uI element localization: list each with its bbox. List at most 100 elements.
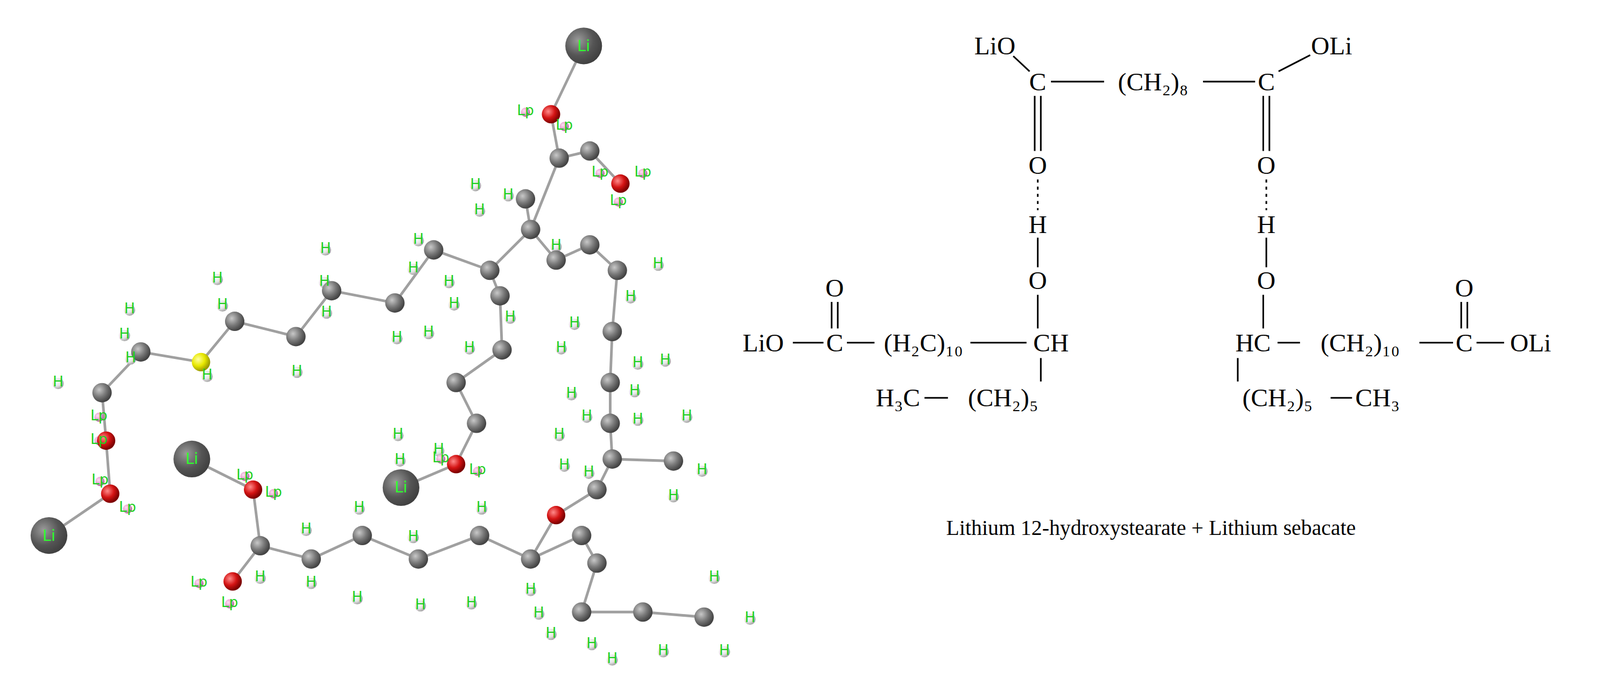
- lone-pair-label: Lp: [118, 500, 137, 515]
- single-bond: [1036, 237, 1039, 268]
- structure-text: O: [1028, 152, 1048, 178]
- hydrogen-label: H: [696, 462, 708, 477]
- lone-pair-label: Lp: [468, 462, 487, 477]
- carbon-atom: [424, 240, 444, 260]
- lone-pair-label: Lp: [432, 450, 450, 465]
- double-bond: [1466, 302, 1469, 329]
- double-bond: [1033, 95, 1036, 151]
- single-bond: [1013, 55, 1030, 72]
- lone-pair-label: Lp: [190, 574, 208, 589]
- carbon-atom: [633, 602, 653, 622]
- carbon-atom: [385, 293, 405, 313]
- hydrogen-label: H: [569, 315, 580, 331]
- structure-text: OLi: [1510, 330, 1552, 356]
- structure-text: H: [1257, 211, 1276, 237]
- hydrogen-label: H: [466, 594, 477, 610]
- hydrogen-label: H: [300, 521, 312, 537]
- lone-pair-label: Lp: [90, 431, 108, 447]
- structure-text: C: [1029, 68, 1047, 95]
- lone-pair-label: Lp: [221, 594, 239, 610]
- bond-stick: [401, 270, 503, 488]
- structure-text: O: [1028, 268, 1048, 294]
- carbon-atom: [408, 549, 428, 570]
- hydrogen-label: H: [525, 581, 537, 596]
- carbon-atom: [607, 260, 628, 280]
- hydrogen-label: H: [353, 500, 365, 515]
- hydrogen-label: H: [719, 642, 731, 658]
- carbon-atom: [571, 525, 592, 546]
- carbon-atom: [600, 413, 620, 434]
- carbon-atom: [490, 286, 510, 306]
- bond-stick: [525, 199, 674, 462]
- oxygen-atom: [446, 454, 466, 474]
- double-bond: [830, 302, 833, 329]
- hydrogen-label: H: [443, 273, 455, 289]
- structure-text: C: [1257, 68, 1275, 95]
- hydrogen-label: H: [555, 339, 567, 355]
- single-bond: [1419, 341, 1454, 344]
- structure-text: (CH₂)₅: [1242, 385, 1313, 411]
- single-bond: [1277, 341, 1301, 344]
- single-bond: [1203, 80, 1256, 83]
- structure-text: O: [1257, 152, 1276, 178]
- lithium-atom: Li: [382, 469, 420, 507]
- structure-text: O: [1455, 275, 1474, 301]
- structure-text: LiO: [742, 330, 784, 356]
- hydrogen-label: H: [606, 650, 618, 666]
- hydrogen-label: H: [583, 464, 595, 479]
- hydrogen-label: H: [533, 605, 545, 620]
- hydrogen-label: H: [408, 260, 419, 275]
- hydrogen-label: H: [504, 309, 516, 324]
- hydrogen-label: H: [201, 367, 213, 382]
- hydrogen-label: H: [629, 382, 641, 398]
- structure-text: LiO: [974, 33, 1016, 59]
- hydrogen-label: H: [476, 500, 488, 515]
- bond-lines: [793, 54, 1505, 398]
- hydrogen-label: H: [681, 408, 693, 423]
- hydrogen-label: H: [305, 574, 317, 589]
- heavy-atoms: [92, 104, 714, 628]
- carbon-atom: [694, 607, 714, 628]
- hydrogen-label: H: [415, 597, 426, 612]
- structure-text: HC: [1235, 330, 1272, 356]
- atom-symbol: Li: [42, 528, 56, 544]
- hydrogen-label: H: [212, 270, 223, 285]
- hydrogen-label: H: [392, 426, 404, 441]
- oxygen-atom: [101, 484, 120, 503]
- hydrogen-label: H: [254, 569, 266, 585]
- carbon-atom: [352, 525, 373, 546]
- carbon-atom: [549, 148, 570, 168]
- structure-text: (CH₂)₁₀: [1320, 330, 1400, 356]
- carbon-atom: [521, 219, 541, 240]
- lithium-atom: Li: [565, 27, 602, 65]
- structure-text: CH: [1033, 330, 1069, 356]
- hydrogen-label: H: [660, 352, 671, 367]
- carbon-atom: [663, 451, 684, 472]
- lone-pair-label: Lp: [609, 192, 628, 208]
- structure-text: H: [1028, 211, 1048, 237]
- model-bonds: [48, 45, 705, 617]
- lone-pair-label: Lp: [91, 472, 109, 488]
- bond-stick: [191, 459, 261, 582]
- structure-text: C: [1455, 330, 1473, 356]
- structure-text: CH₃: [1355, 385, 1400, 411]
- single-bond: [1265, 237, 1268, 268]
- double-bond: [1040, 95, 1042, 151]
- single-bond: [1330, 397, 1353, 399]
- lone-pair-label: Lp: [236, 467, 254, 482]
- hydrogen-label: H: [565, 385, 577, 400]
- carbon-atom: [225, 311, 245, 332]
- double-bond: [837, 302, 839, 329]
- lone-pair-label: Lp: [264, 484, 283, 500]
- hydrogen-label: H: [545, 625, 557, 641]
- single-bond: [970, 341, 1027, 344]
- oxygen-atom: [611, 174, 630, 193]
- carbon-atom: [480, 260, 500, 280]
- lone-pair-label: Lp: [591, 164, 609, 179]
- carbon-atom: [602, 321, 622, 342]
- lithium-atom: Li: [30, 517, 68, 554]
- oxygen-atom: [546, 506, 566, 525]
- carbon-atom: [286, 326, 306, 347]
- lone-pair-label: Lp: [555, 117, 573, 132]
